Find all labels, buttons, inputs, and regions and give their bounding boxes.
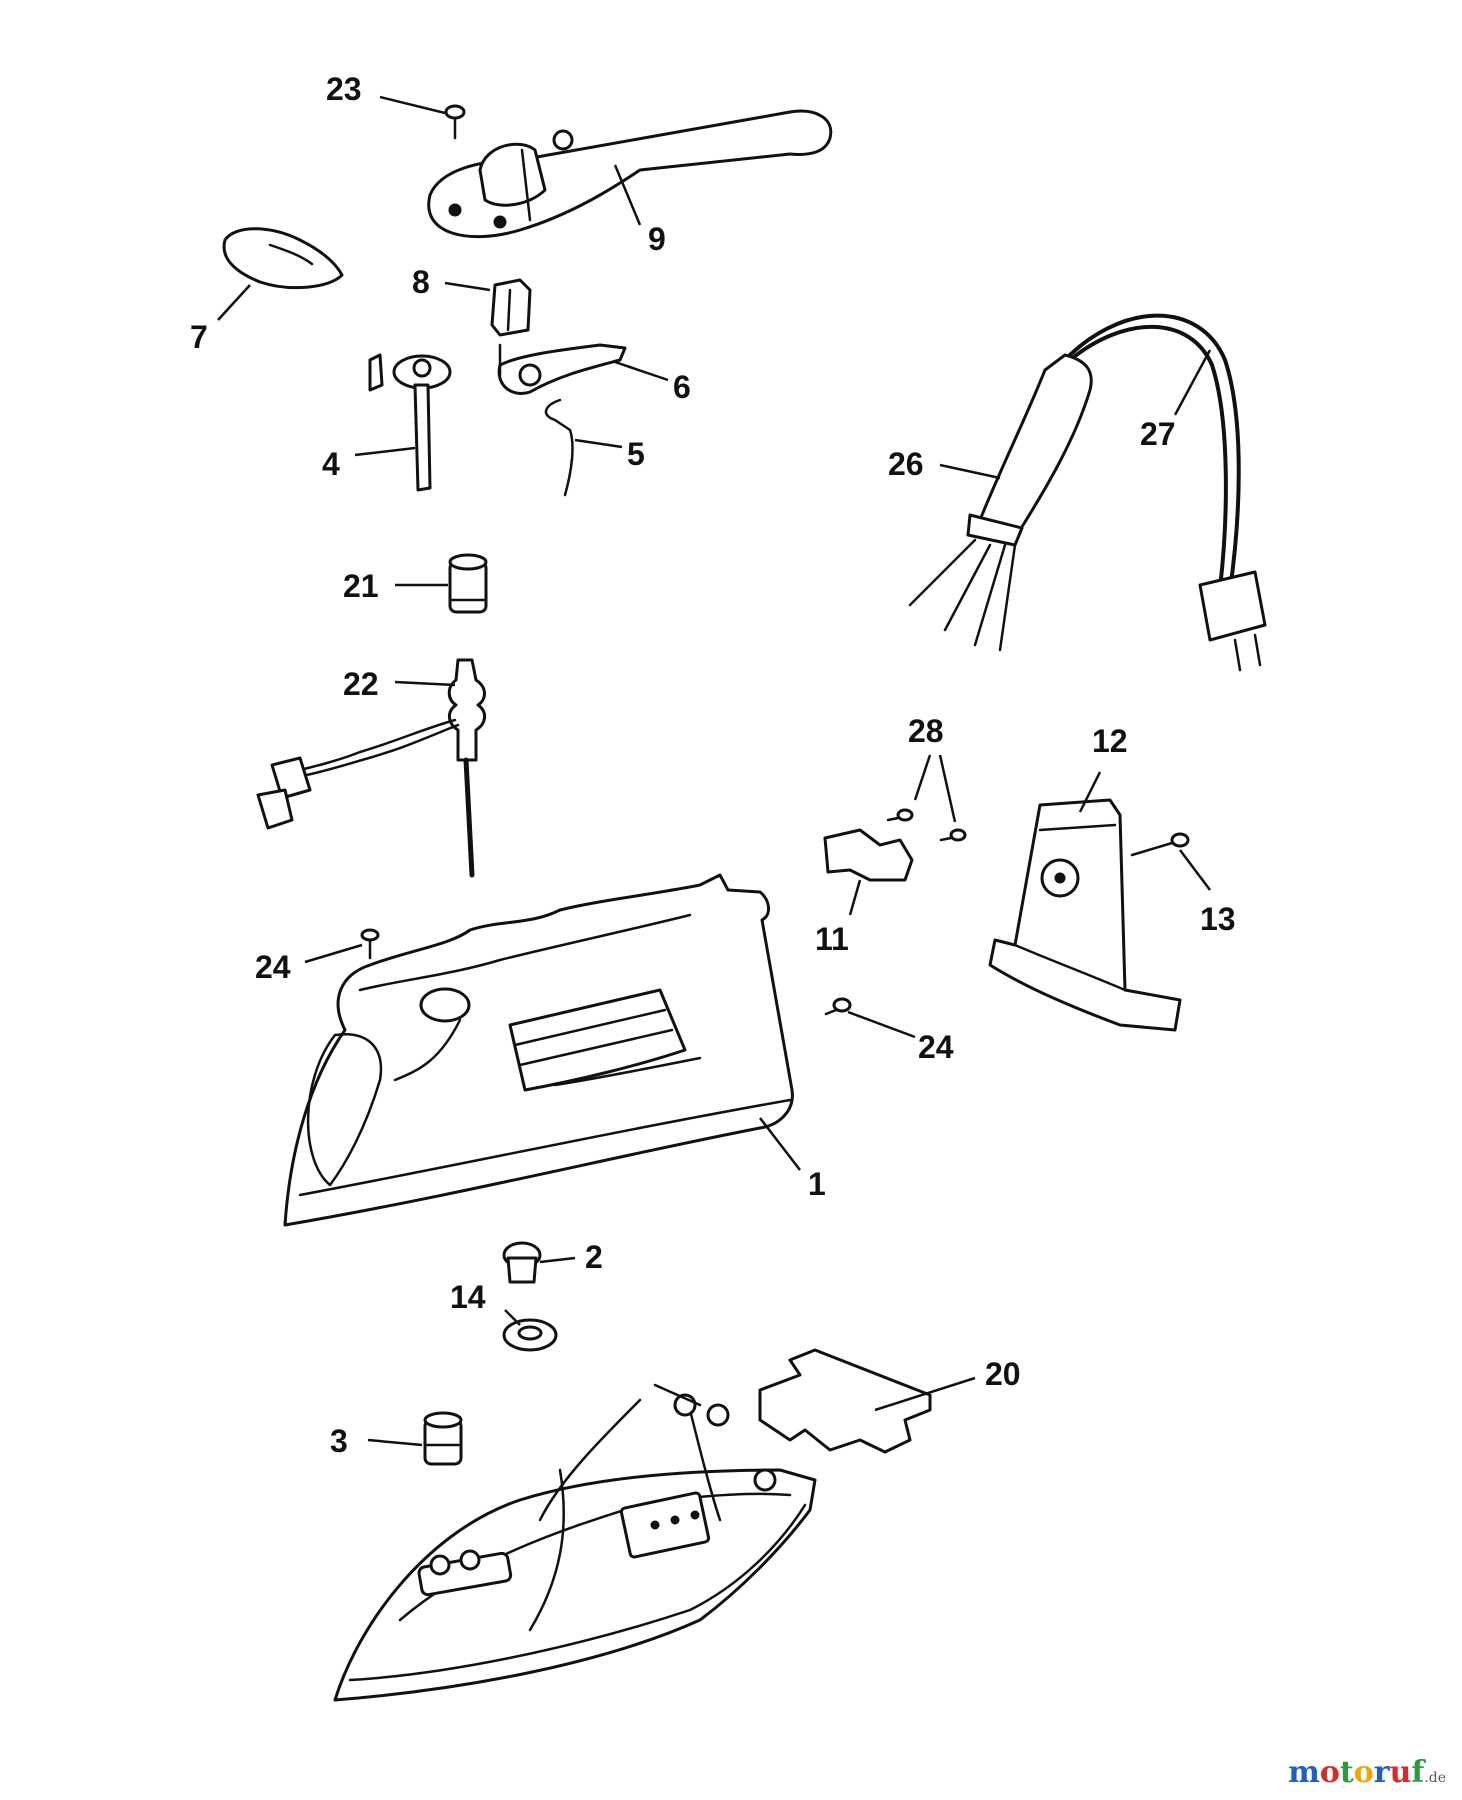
callout-7: 7 [190, 319, 208, 355]
strain-relief-part-26 [908, 353, 1093, 652]
leader-14 [504, 1309, 521, 1326]
callout-12: 12 [1092, 723, 1128, 759]
shaft-part-4 [368, 353, 452, 492]
motoruf-watermark: motoruf.de [1288, 1755, 1446, 1790]
callout-14: 14 [450, 1279, 486, 1315]
leader-22 [394, 680, 456, 687]
callout-22: 22 [343, 666, 379, 702]
watermark-letter: r [1373, 1755, 1390, 1790]
screws-part-28 [886, 808, 967, 842]
callout-28: 28 [908, 713, 944, 749]
power-cord-part-27 [1058, 313, 1267, 672]
watermark-letter: f [1411, 1755, 1425, 1790]
valve-part-2 [502, 1241, 542, 1284]
callout-26: 26 [888, 446, 924, 482]
shield-part-7 [222, 227, 344, 290]
leader-2 [539, 1256, 576, 1264]
leader-12 [1078, 771, 1102, 813]
screw-part-24-upper [360, 928, 380, 960]
screw-part-24-lower [824, 997, 852, 1016]
callout-5: 5 [627, 436, 645, 472]
clip-part-11 [823, 828, 914, 882]
callout-23: 23 [326, 71, 362, 107]
callout-27: 27 [1140, 416, 1176, 452]
leader-1 [759, 1117, 801, 1171]
leader-9 [613, 164, 642, 226]
leader-3 [367, 1438, 423, 1447]
callout-20: 20 [985, 1356, 1021, 1392]
nut-part-3 [423, 1411, 463, 1466]
callout-1: 1 [808, 1166, 826, 1202]
leader-27 [1173, 349, 1212, 416]
spring-part-5 [544, 398, 574, 497]
callout-8: 8 [412, 264, 430, 300]
contact-part-6 [497, 343, 627, 395]
leader-26 [939, 463, 1001, 480]
leader-28b [938, 754, 957, 823]
callout-6: 6 [673, 369, 691, 405]
leader-23 [379, 95, 446, 115]
callout-2: 2 [585, 1239, 603, 1275]
cap-part-21 [448, 553, 488, 614]
callout-3: 3 [330, 1423, 348, 1459]
leader-28a [913, 754, 932, 801]
callout-21: 21 [343, 568, 379, 604]
screw-part-23 [444, 104, 466, 140]
washer-part-14 [502, 1318, 558, 1352]
connector-part-22 [256, 658, 486, 878]
leader-8 [444, 281, 491, 292]
leader-5 [574, 438, 623, 449]
leader-lines [217, 95, 1212, 1447]
leader-11 [848, 879, 862, 916]
watermark-tld: .de [1424, 1770, 1446, 1786]
leader-24b [847, 1010, 916, 1039]
callout-9: 9 [648, 221, 666, 257]
leader-7 [217, 284, 251, 321]
watermark-letter: o [1319, 1755, 1340, 1790]
leader-6 [614, 360, 669, 382]
soleplate-assembly [333, 1383, 817, 1702]
housing-part-1 [283, 873, 794, 1227]
callout-4: 4 [322, 446, 340, 482]
callout-13: 13 [1200, 901, 1236, 937]
watermark-letter: m [1288, 1755, 1320, 1790]
handle-part-9 [427, 109, 833, 239]
button-part-8 [490, 278, 532, 337]
watermark-letter: o [1353, 1755, 1374, 1790]
plate-part-20 [758, 1348, 932, 1454]
leader-13 [1179, 849, 1211, 891]
stand-part-12 [988, 798, 1182, 1032]
leader-24a [304, 943, 363, 964]
callout-11: 11 [815, 921, 849, 957]
screw-part-13 [1130, 832, 1190, 857]
leader-4 [354, 446, 416, 457]
leader-20 [874, 1376, 976, 1412]
watermark-letter: u [1389, 1755, 1412, 1790]
watermark-letter: t [1339, 1755, 1354, 1790]
callout-24-upper: 24 [255, 949, 291, 985]
callout-24-lower: 24 [918, 1029, 954, 1065]
callout-labels: 23 9 7 8 6 4 5 27 26 21 22 28 12 13 11 2… [190, 71, 1236, 1459]
